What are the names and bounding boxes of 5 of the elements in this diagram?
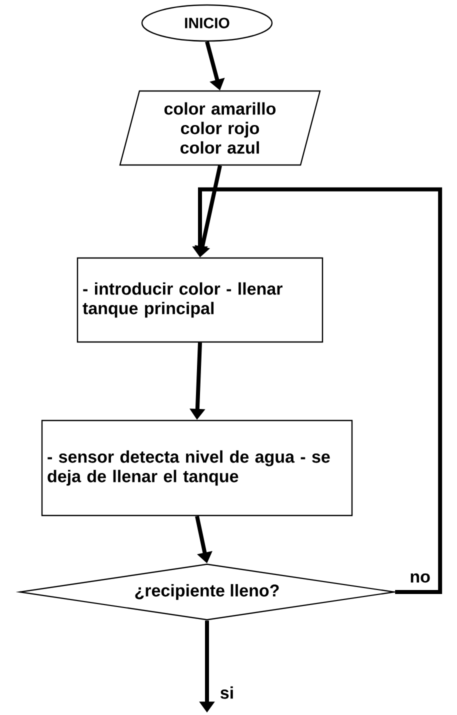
edge-label: si [218,685,236,700]
process-box: - introducir color - llenar tanque principal [76,257,324,343]
edge-label: no [408,572,432,584]
process-box: - sensor detecta nivel de agua - se deja de llenar el tanque [41,420,353,516]
input-parallelogram: color amarillo color rojo color azul [119,90,321,166]
